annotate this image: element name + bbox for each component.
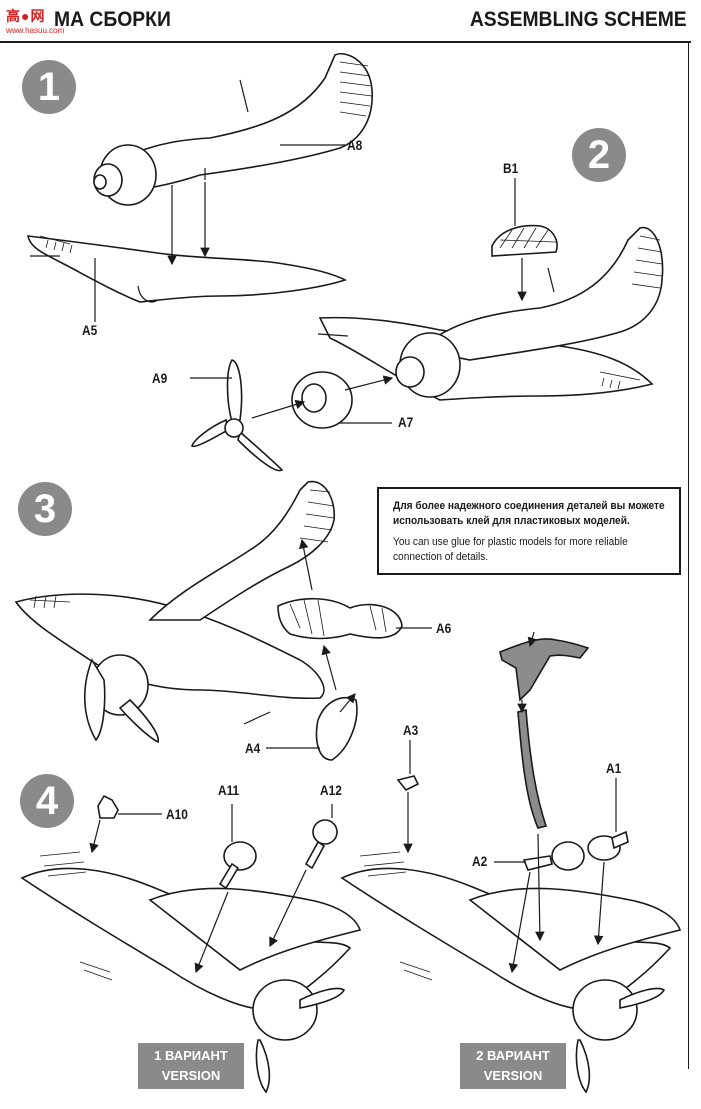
label-a2: A2	[472, 853, 488, 869]
logo-text: 高●网	[6, 8, 46, 24]
part-a1	[587, 830, 629, 861]
variant-2-line2: VERSION	[483, 1068, 543, 1083]
variant-1-line1: 1 ВАРИАНТ	[154, 1048, 228, 1063]
step-badge-1: 1	[22, 60, 76, 114]
label-a9: A9	[152, 370, 168, 386]
assembled-airframe-step2	[317, 226, 664, 401]
spinner-part-a7	[291, 371, 353, 429]
label-a11: A11	[218, 782, 240, 798]
watermark-logo: 高●网 www.hasuu.com	[2, 6, 74, 40]
label-a8: A8	[347, 137, 363, 153]
part-a12	[304, 819, 338, 870]
assembled-airframe-step3	[14, 480, 335, 744]
grey-landing-gear-parts	[499, 638, 590, 829]
right-border-rule	[688, 41, 689, 1069]
label-a6: A6	[436, 620, 452, 636]
variant-1-line2: VERSION	[161, 1068, 221, 1083]
canopy-part-b1	[491, 224, 558, 257]
glue-note-ru: Для более надежного соединения деталей в…	[393, 500, 665, 527]
variant-2-line1: 2 ВАРИАНТ	[476, 1048, 550, 1063]
part-a3	[396, 775, 420, 792]
wing-part-a5	[27, 235, 348, 303]
propeller-part-a9	[191, 359, 284, 472]
rudder-part-a4	[315, 696, 358, 761]
label-a4: A4	[245, 740, 261, 756]
label-a7: A7	[398, 414, 414, 430]
part-a2	[522, 841, 585, 871]
header-title-ru: МА СБОРКИ	[54, 8, 171, 31]
stabilizer-part-a6	[277, 597, 403, 640]
variant-2-badge: 2 ВАРИАНТ VERSION	[460, 1043, 566, 1089]
airframe-version1	[20, 851, 362, 1094]
label-b1: B1	[503, 160, 519, 176]
label-a5: A5	[82, 322, 98, 338]
logo-subtext: www.hasuu.com	[6, 26, 65, 35]
label-a12: A12	[320, 782, 342, 798]
label-a1: A1	[606, 760, 622, 776]
part-a11	[218, 841, 257, 890]
label-a10: A10	[166, 806, 188, 822]
glue-note-en: You can use glue for plastic models for …	[393, 536, 628, 563]
step-badge-3: 3	[18, 482, 72, 536]
airframe-version2	[340, 851, 682, 1094]
variant-1-badge: 1 ВАРИАНТ VERSION	[138, 1043, 244, 1089]
part-a10	[97, 794, 119, 819]
header-rule	[0, 41, 691, 43]
header-title-en: ASSEMBLING SCHEME	[470, 8, 687, 31]
step-badge-2: 2	[572, 128, 626, 182]
step-badge-4: 4	[20, 774, 74, 828]
glue-note-box: Для более надежного соединения деталей в…	[377, 487, 681, 575]
fuselage-part-a8	[93, 53, 373, 206]
label-a3: A3	[403, 722, 419, 738]
